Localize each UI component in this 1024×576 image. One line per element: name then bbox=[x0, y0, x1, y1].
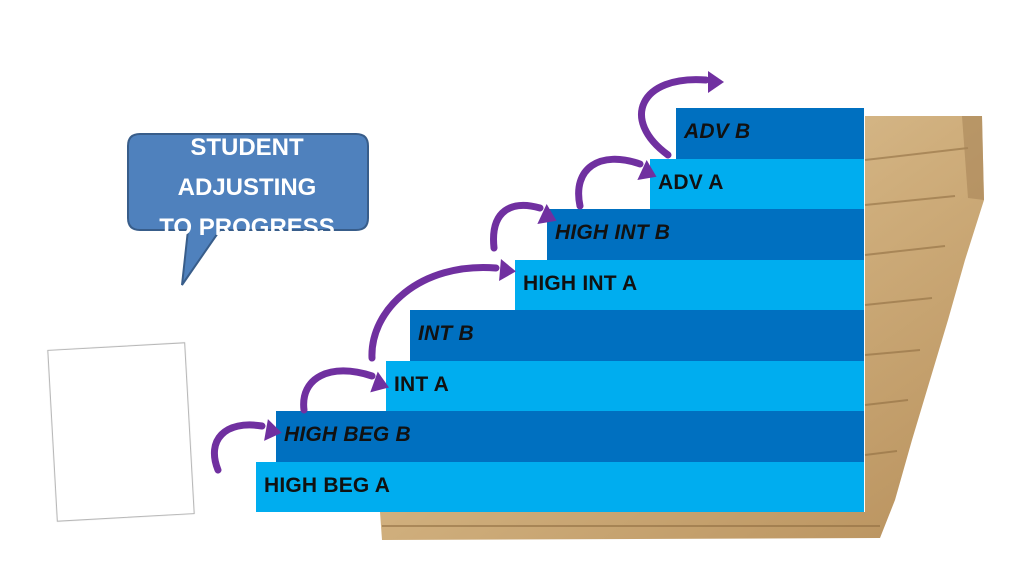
bubble-line-1: STUDENT bbox=[190, 134, 304, 161]
step-label: INT B bbox=[418, 322, 474, 345]
step-7: ADV A bbox=[650, 158, 864, 209]
step-8: ADV B bbox=[676, 108, 864, 159]
curved-arrow-icon bbox=[210, 419, 282, 474]
speech-bubble-text: STUDENT ADJUSTING TO PROGRESS bbox=[128, 128, 366, 248]
step-label: HIGH INT A bbox=[523, 271, 638, 295]
step-label: ADV A bbox=[658, 170, 724, 194]
step-5: HIGH INT A bbox=[515, 259, 864, 310]
curved-arrow-icon bbox=[368, 259, 516, 362]
blank-paper-image bbox=[47, 342, 195, 522]
bubble-line-3: TO PROGRESS bbox=[159, 214, 335, 241]
step-label: HIGH INT B bbox=[555, 221, 671, 244]
bubble-line-2: ADJUSTING bbox=[177, 174, 317, 201]
step-label: HIGH BEG B bbox=[284, 423, 411, 446]
step-3: INT A bbox=[386, 360, 864, 411]
curved-arrow-icon bbox=[300, 367, 390, 414]
step-label: HIGH BEG A bbox=[264, 473, 391, 497]
step-label: ADV B bbox=[684, 120, 751, 143]
step-label: INT A bbox=[394, 372, 450, 396]
curved-arrow-icon bbox=[575, 155, 657, 210]
step-6: HIGH INT B bbox=[547, 209, 864, 260]
step-1: HIGH BEG A bbox=[256, 461, 864, 512]
curved-arrow-icon bbox=[490, 201, 557, 252]
step-4: INT B bbox=[410, 310, 864, 361]
step-2: HIGH BEG B bbox=[276, 411, 864, 462]
curved-arrow-icon bbox=[638, 71, 724, 159]
